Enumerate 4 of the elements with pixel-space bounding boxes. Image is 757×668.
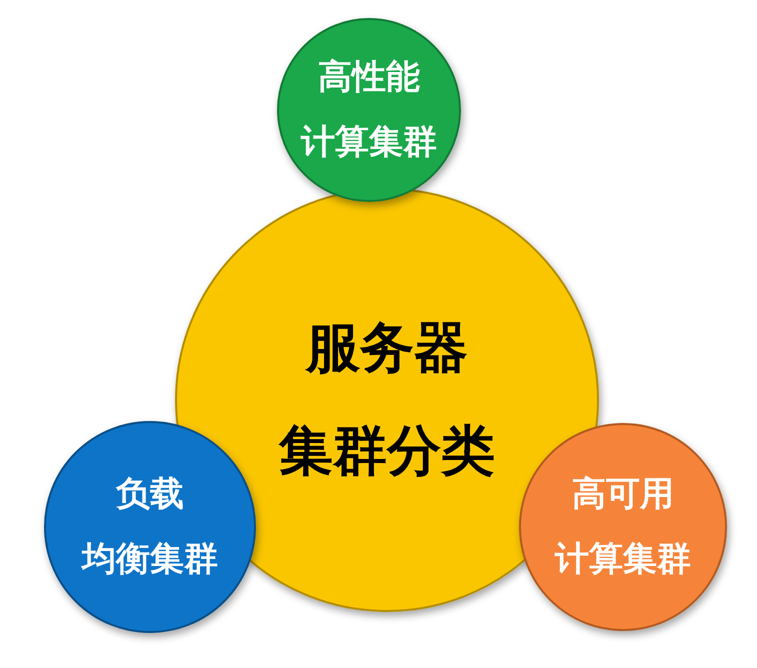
node-label: 服务器集群分类 <box>279 315 495 484</box>
node-label: 高性能计算集群 <box>301 56 437 164</box>
node-label: 负载均衡集群 <box>82 473 218 581</box>
node-label: 高可用计算集群 <box>555 473 691 581</box>
